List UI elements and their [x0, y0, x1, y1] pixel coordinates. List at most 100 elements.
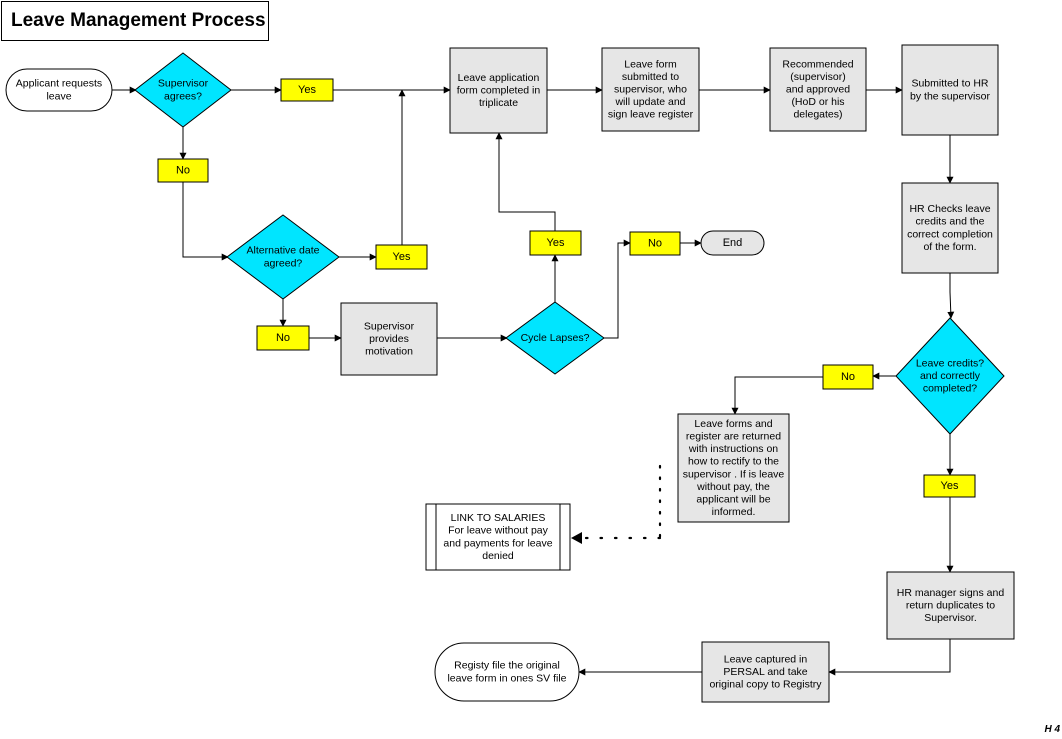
process-shape	[901, 44, 999, 136]
connector-checks-to-decision	[947, 273, 955, 319]
node-text-line: Applicant requests	[16, 78, 102, 90]
node-end: End	[700, 230, 765, 256]
label-shape	[256, 325, 310, 351]
decision-shape	[895, 317, 1005, 435]
process-shape	[701, 641, 830, 703]
connector-hr-manager-to-captured	[828, 639, 951, 676]
node-text-line: Leave captured in	[724, 653, 808, 665]
connector-no-to-alternative	[182, 182, 229, 261]
predefined-shape	[425, 503, 571, 571]
connector-yes-to-application-form	[495, 132, 556, 231]
node-text-line: supervisor, who	[614, 84, 687, 96]
label-shape	[822, 364, 874, 390]
node-no-3: No	[629, 231, 681, 256]
node-text-line: form completed in	[457, 85, 541, 97]
process-shape	[769, 47, 867, 132]
node-yes-3: Yes	[529, 230, 582, 256]
node-text-line: and correctly	[920, 370, 981, 382]
node-text-line: No	[276, 332, 290, 344]
node-text-line: submitted to	[622, 71, 679, 83]
node-text-line: Supervisor.	[924, 612, 977, 624]
node-text-line: without pay, the	[696, 481, 770, 493]
node-text-line: Yes	[298, 84, 316, 96]
node-no-2: No	[256, 325, 310, 351]
terminal-shape	[5, 68, 113, 112]
node-text-line: supervisor . If is leave	[683, 468, 785, 480]
decision-shape	[505, 301, 605, 375]
process-shape	[886, 571, 1015, 640]
node-text-line: Leave credits?	[916, 357, 984, 369]
node-text-line: return duplicates to	[906, 600, 995, 612]
end-shape	[700, 230, 765, 256]
node-text-line: leave form in ones SV file	[447, 672, 566, 684]
connector-no-to-forms-returned	[731, 376, 823, 415]
terminal-shape	[434, 642, 580, 702]
diagram-title: Leave Management Process	[1, 1, 269, 41]
node-text-line: and approved	[786, 84, 850, 96]
process-shape	[340, 302, 438, 376]
decision-shape	[226, 214, 340, 300]
label-shape	[529, 230, 582, 256]
node-text-line: Cycle Lapses?	[521, 332, 590, 344]
node-text-line: Supervisor	[364, 320, 415, 332]
node-text-line: HR manager signs and	[897, 587, 1005, 599]
node-no-4: No	[822, 364, 874, 390]
node-no-1: No	[157, 158, 209, 183]
node-text-line: motivation	[365, 346, 413, 358]
dotted-link	[571, 464, 662, 544]
node-text-line: (supervisor)	[790, 71, 845, 83]
node-text-line: will update and	[614, 96, 685, 108]
node-text-line: Leave forms and	[694, 418, 772, 430]
node-text-line: original copy to Registry	[709, 679, 822, 691]
connectors	[112, 86, 955, 676]
node-text-line: LINK TO SALARIES	[451, 512, 546, 524]
process-shape	[449, 47, 548, 134]
label-shape	[629, 231, 681, 256]
node-text-line: Yes	[393, 251, 411, 263]
node-text-line: For leave without pay	[448, 525, 549, 537]
node-text-line: No	[841, 371, 855, 383]
node-text-line: delegates)	[793, 109, 842, 121]
node-text-line: informed.	[712, 506, 756, 518]
node-text-line: denied	[482, 550, 514, 562]
decision-shape	[134, 52, 232, 128]
node-text-line: HR Checks leave	[909, 203, 990, 215]
node-text-line: leave	[46, 90, 71, 102]
label-shape	[923, 474, 976, 498]
process-shape	[677, 413, 790, 523]
node-text-line: triplicate	[479, 97, 518, 109]
node-text-line: Submitted to HR	[911, 78, 988, 90]
node-text-line: (HoD or his	[791, 96, 844, 108]
connector-cycle-to-no	[603, 239, 631, 339]
node-text-line: agreed?	[264, 257, 303, 269]
node-yes-1: Yes	[280, 78, 334, 102]
node-yes-4: Yes	[923, 474, 976, 498]
node-text-line: correct completion	[907, 228, 993, 240]
node-cycle-lapses: Cycle Lapses?	[505, 301, 605, 375]
node-text-line: No	[648, 238, 662, 250]
node-text-line: register are returned	[686, 431, 781, 443]
node-text-line: of the form.	[923, 241, 976, 253]
node-text-line: Supervisor	[158, 78, 209, 90]
node-text-line: No	[176, 165, 190, 177]
node-text-line: End	[723, 237, 743, 249]
node-text-line: applicant will be	[696, 494, 770, 506]
node-text-line: PERSAL and take	[723, 666, 807, 678]
label-shape	[280, 78, 334, 102]
node-text-line: Yes	[941, 480, 959, 492]
node-text-line: Recommended	[782, 58, 853, 70]
page-code: H 4	[1044, 724, 1060, 735]
